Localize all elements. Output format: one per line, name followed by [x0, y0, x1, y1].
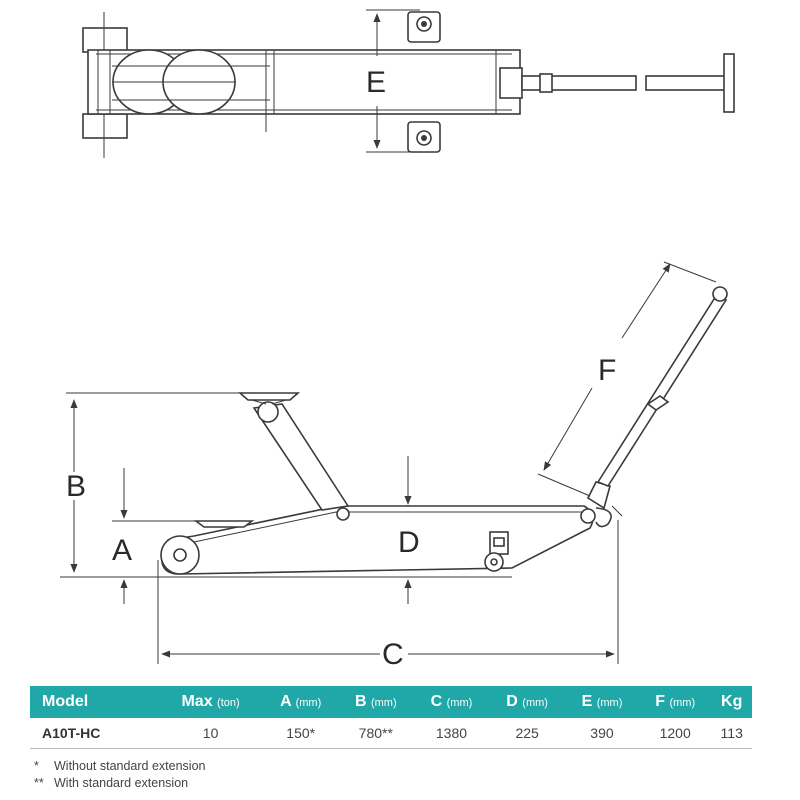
col-label: Kg [721, 693, 743, 710]
col-header-c: C (mm) [413, 686, 490, 718]
col-label: Max [181, 693, 213, 710]
col-label: E [581, 693, 593, 710]
top-rear-wheel-lower [82, 113, 128, 139]
col-label: A [280, 693, 292, 710]
footnote-marker: ** [34, 776, 44, 790]
col-label: Model [42, 693, 89, 710]
top-handle [521, 75, 637, 91]
col-header-max: Max (ton) [157, 686, 264, 718]
col-header-a: A (mm) [263, 686, 338, 718]
dimension-label-e: E [366, 66, 386, 99]
col-label: B [354, 693, 367, 710]
side-chassis [161, 505, 594, 575]
cell-b: 780** [337, 718, 414, 749]
cell-max: 10 [157, 718, 264, 749]
jack-technical-drawing: E B [60, 9, 735, 671]
col-header-d: D (mm) [489, 686, 565, 718]
footnote-text: Without standard extension [54, 759, 206, 773]
cell-f: 1200 [638, 718, 712, 749]
cell-d: 225 [489, 718, 565, 749]
col-unit: (ton) [217, 697, 240, 709]
table-row: A10T-HC 10 150* 780** 1380 225 390 1200 … [30, 718, 752, 749]
col-unit: (mm) [596, 697, 623, 709]
side-saddle-lowered [193, 520, 255, 528]
side-saddle-raised [237, 392, 301, 401]
cell-c: 1380 [413, 718, 490, 749]
dimension-label-c: C [382, 638, 404, 671]
col-unit: (mm) [522, 697, 548, 709]
cell-kg: 113 [711, 718, 752, 749]
specification-table: Model Max (ton) A (mm) B (mm) C (mm) D (… [30, 686, 752, 749]
table-header-row: Model Max (ton) A (mm) B (mm) C (mm) D (… [30, 686, 752, 718]
cell-a: 150* [263, 718, 338, 749]
col-label: C [430, 693, 443, 710]
col-label: D [506, 693, 518, 710]
footnote-with-extension: ** With standard extension [34, 776, 188, 790]
cell-e: 390 [564, 718, 639, 749]
col-header-model: Model [30, 686, 158, 718]
side-handle-socket [586, 481, 611, 510]
side-view: B A D C F [60, 261, 728, 671]
col-header-e: E (mm) [564, 686, 639, 718]
top-rear-wheel-upper [82, 27, 128, 53]
col-unit: (mm) [295, 697, 322, 709]
col-unit: (mm) [446, 697, 473, 709]
side-handle [596, 295, 728, 487]
dimension-label-a: A [112, 534, 132, 567]
col-header-f: F (mm) [638, 686, 712, 718]
dimension-label-f: F [598, 354, 616, 387]
footnote-marker: * [34, 759, 39, 773]
dimension-label-d: D [398, 526, 420, 559]
col-unit: (mm) [669, 697, 696, 709]
col-label: F [655, 693, 666, 710]
footnote-text: With standard extension [54, 776, 189, 790]
col-unit: (mm) [370, 697, 397, 709]
col-header-kg: Kg [711, 686, 752, 718]
footnote-without-extension: * Without standard extension [34, 759, 205, 773]
top-view: E [82, 9, 735, 158]
cell-model: A10T-HC [30, 718, 158, 749]
col-header-b: B (mm) [337, 686, 414, 718]
dimension-label-b: B [66, 470, 86, 503]
